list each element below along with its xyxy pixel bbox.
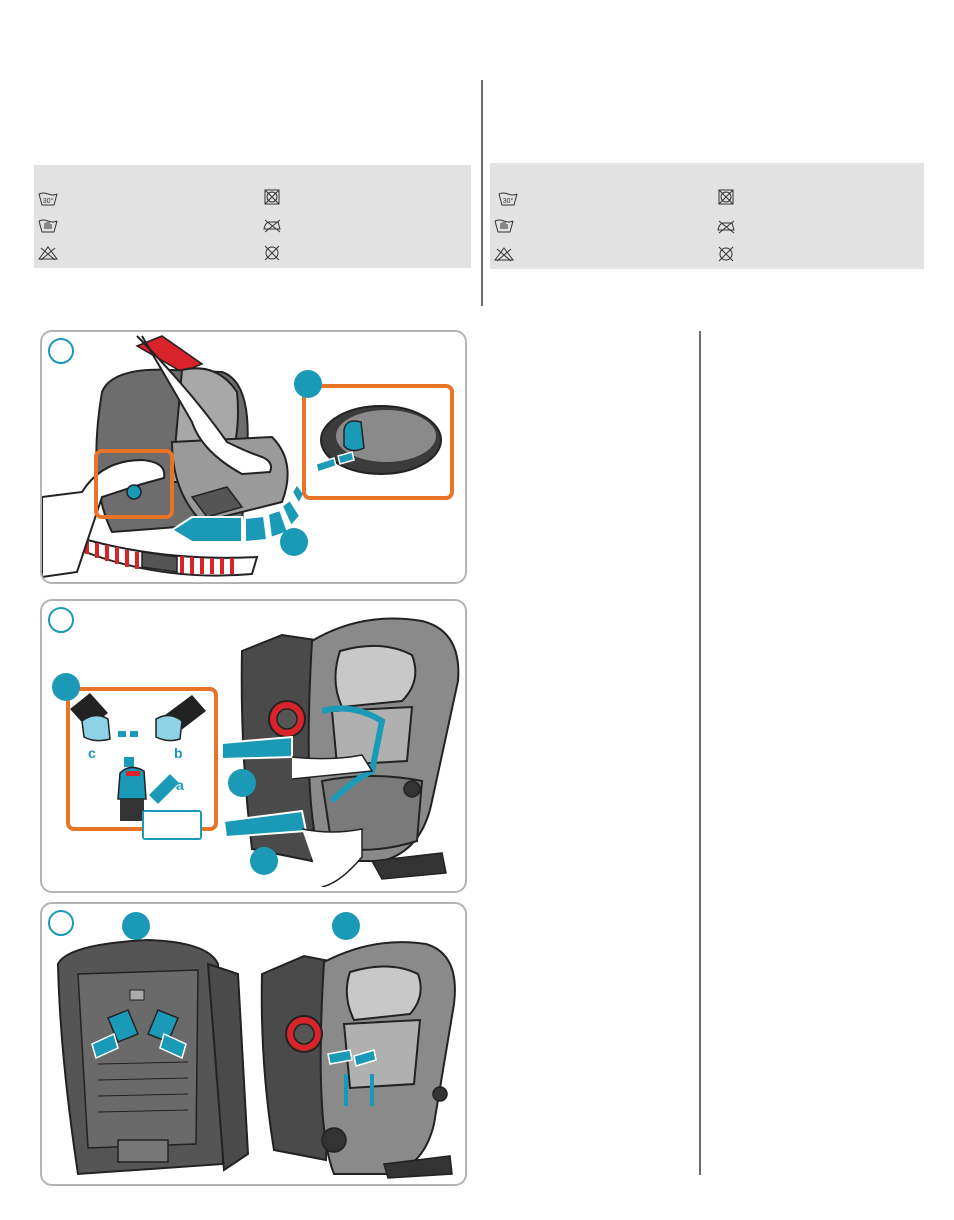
- buckle-release-illustration: [70, 693, 206, 821]
- svg-text:30°: 30°: [43, 197, 54, 205]
- detail-zoom-frame: [302, 384, 454, 500]
- callout-dot-3: [52, 673, 80, 701]
- car-seat-illustration: [222, 617, 460, 887]
- no-dry-clean-icon: [264, 245, 280, 261]
- callout-dot-5: [250, 847, 278, 875]
- hand-wash-icon: [38, 219, 58, 233]
- knob-highlight-frame: [94, 449, 174, 519]
- seat-back-view-illustration: [56, 938, 250, 1176]
- label-b: b: [174, 745, 183, 761]
- step-2-marker: [48, 607, 74, 633]
- knob-detail-illustration: [315, 405, 442, 475]
- no-tumble-dry-icon: [718, 189, 734, 205]
- step-3-marker: [48, 910, 74, 936]
- no-bleach-icon: [38, 246, 58, 261]
- column-divider-bottom: [699, 331, 701, 1175]
- no-iron-icon: [263, 219, 281, 233]
- callout-dot-1: [294, 370, 322, 398]
- step-3-illustration: [40, 902, 467, 1186]
- step-1-marker: [48, 338, 74, 364]
- seat-front-view-illustration: [260, 941, 456, 1179]
- step-1-illustration: [40, 330, 467, 584]
- label-a: a: [176, 777, 184, 793]
- callout-dot-7: [332, 912, 360, 940]
- label-c: c: [88, 745, 96, 761]
- callout-dot-2: [280, 528, 308, 556]
- wash-30-icon: 30°: [498, 192, 518, 206]
- callout-dot-4: [228, 769, 256, 797]
- care-label-box-left: 30°: [34, 165, 471, 268]
- svg-text:30°: 30°: [503, 197, 514, 205]
- column-divider-top: [481, 80, 483, 306]
- hand-wash-icon: [494, 219, 514, 233]
- no-bleach-icon: [494, 247, 514, 262]
- step-2-illustration: c b a: [40, 599, 467, 893]
- no-iron-icon: [717, 220, 735, 234]
- care-label-box-right: 30°: [490, 163, 924, 269]
- note-box: [142, 810, 202, 840]
- no-dry-clean-icon: [718, 246, 734, 262]
- wash-30-icon: 30°: [38, 192, 58, 206]
- callout-dot-6: [122, 912, 150, 940]
- no-tumble-dry-icon: [264, 189, 280, 205]
